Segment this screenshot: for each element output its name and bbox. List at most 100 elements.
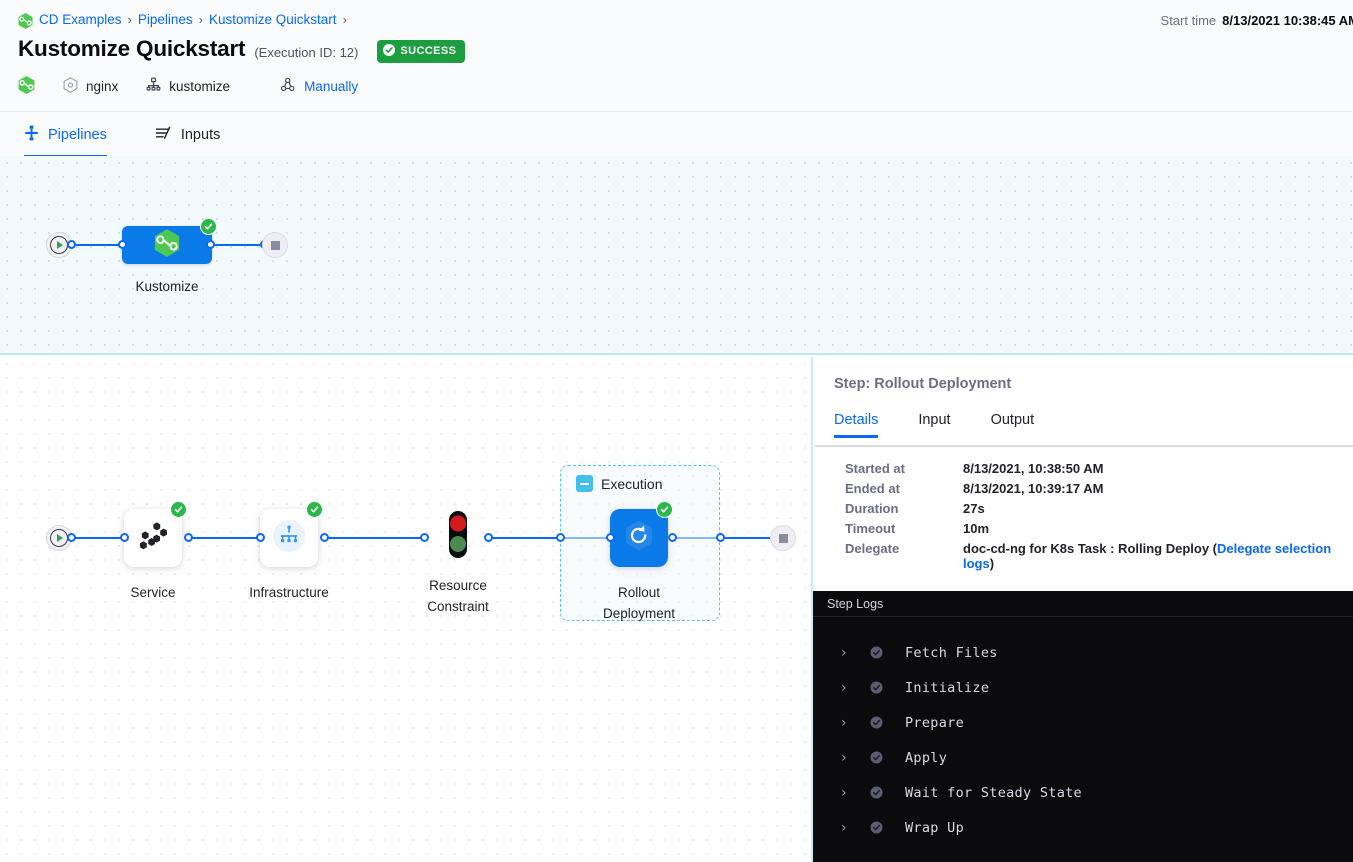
- tab-input[interactable]: Input: [898, 412, 970, 438]
- check-circle-icon: [870, 786, 883, 799]
- label-line-2: Deployment: [559, 603, 719, 624]
- port-group-out: [716, 533, 725, 542]
- edge-service-to-infra: [188, 537, 260, 539]
- play-icon: [57, 534, 63, 542]
- inputs-icon: [155, 125, 172, 145]
- detail-key-delegate: Delegate: [845, 541, 963, 571]
- breadcrumb-item-0[interactable]: CD Examples: [39, 12, 122, 27]
- log-row-label: Initialize: [905, 680, 989, 696]
- stage-node-service[interactable]: [124, 509, 182, 567]
- traffic-light-icon: [445, 546, 471, 563]
- label-line-1: Rollout: [559, 582, 719, 603]
- pipeline-end-node[interactable]: [262, 232, 288, 258]
- detail-key-timeout: Timeout: [845, 521, 963, 536]
- pipeline-graph-canvas[interactable]: Kustomize: [0, 156, 1353, 355]
- step-logs-list: › Fetch Files › Initialize › Prepare: [813, 617, 1353, 845]
- chevron-right-icon[interactable]: ›: [841, 645, 855, 661]
- minus-icon: [580, 483, 589, 485]
- start-time: Start time8/13/2021 10:38:45 AM: [1161, 13, 1353, 28]
- harness-logo-icon: [154, 229, 180, 262]
- stage-graph-canvas[interactable]: Service: [0, 357, 813, 862]
- tab-inputs[interactable]: Inputs: [131, 125, 245, 156]
- chevron-right-icon[interactable]: ›: [841, 785, 855, 801]
- log-row[interactable]: › Fetch Files: [813, 635, 1353, 670]
- stage-node-infrastructure-label: Infrastructure: [209, 582, 369, 603]
- log-row-label: Wrap Up: [905, 820, 964, 836]
- detail-value-ended-at: 8/13/2021, 10:39:17 AM: [963, 481, 1353, 496]
- stop-icon: [271, 241, 280, 250]
- start-time-value: 8/13/2021 10:38:45 AM: [1222, 13, 1353, 28]
- port-service-in: [120, 533, 129, 542]
- meta-trigger-label[interactable]: Manually: [304, 79, 358, 94]
- port-stage-in: [118, 240, 127, 249]
- tab-pipelines-label: Pipelines: [48, 127, 107, 143]
- log-row[interactable]: › Wrap Up: [813, 810, 1353, 845]
- chevron-right-icon[interactable]: ›: [841, 680, 855, 696]
- title-row: Kustomize Quickstart (Execution ID: 12) …: [18, 36, 465, 62]
- breadcrumb: CD Examples › Pipelines › Kustomize Quic…: [18, 11, 347, 27]
- check-circle-icon: [870, 821, 883, 834]
- check-circle-icon: [870, 646, 883, 659]
- detail-value-started-at: 8/13/2021, 10:38:50 AM: [963, 461, 1353, 476]
- check-circle-icon: [870, 681, 883, 694]
- edge-stage-to-end: [210, 244, 264, 246]
- main-tabs: Pipelines Inputs: [0, 112, 1353, 156]
- port-start-out: [67, 240, 76, 249]
- tab-details[interactable]: Details: [834, 412, 898, 438]
- label-line-2: Constraint: [378, 596, 538, 617]
- log-row[interactable]: › Apply: [813, 740, 1353, 775]
- breadcrumb-item-2[interactable]: Kustomize Quickstart: [209, 12, 337, 27]
- stage-end-node[interactable]: [770, 525, 796, 551]
- chevron-right-icon[interactable]: ›: [841, 715, 855, 731]
- meta-service: nginx: [63, 77, 118, 96]
- log-row[interactable]: › Wait for Steady State: [813, 775, 1353, 810]
- detail-value-duration: 27s: [963, 501, 1353, 516]
- delegate-text-suffix: ): [990, 556, 994, 571]
- port-infra-out: [320, 533, 329, 542]
- port-service-out: [184, 533, 193, 542]
- harness-logo-icon: [18, 13, 33, 29]
- step-logs-panel: Step Logs › Fetch Files › Initialize ›: [813, 591, 1353, 862]
- log-row-label: Fetch Files: [905, 645, 998, 661]
- edge-start-to-service: [70, 537, 124, 539]
- tab-pipelines[interactable]: Pipelines: [0, 125, 131, 156]
- execution-id: (Execution ID: 12): [254, 45, 358, 60]
- status-badge-label: SUCCESS: [400, 45, 456, 57]
- check-circle-icon: [383, 44, 395, 59]
- log-row-label: Wait for Steady State: [905, 785, 1082, 801]
- infrastructure-icon: [269, 516, 309, 561]
- breadcrumb-item-1[interactable]: Pipelines: [138, 12, 193, 27]
- page-title: Kustomize Quickstart: [18, 36, 245, 62]
- breadcrumb-separator: ›: [343, 12, 347, 27]
- service-icon: [136, 520, 170, 557]
- status-success-icon: [656, 501, 673, 518]
- log-row[interactable]: › Initialize: [813, 670, 1353, 705]
- meta-trigger[interactable]: Manually: [280, 77, 358, 96]
- port-group-in: [556, 533, 565, 542]
- stage-node-rollout-deployment[interactable]: [610, 509, 668, 567]
- tab-output[interactable]: Output: [971, 412, 1055, 438]
- status-badge: SUCCESS: [377, 40, 465, 63]
- step-logs-title: Step Logs: [813, 591, 1353, 617]
- stage-node-infrastructure[interactable]: [260, 509, 318, 567]
- meta-row: nginx kustomize: [18, 76, 386, 97]
- port-stage-out: [206, 240, 215, 249]
- chevron-right-icon[interactable]: ›: [841, 820, 855, 836]
- breadcrumb-separator: ›: [199, 12, 203, 27]
- breadcrumb-separator: ›: [128, 12, 132, 27]
- collapse-toggle[interactable]: [576, 475, 593, 492]
- port-rollout-out: [668, 533, 677, 542]
- chevron-right-icon[interactable]: ›: [841, 750, 855, 766]
- pipeline-stage-kustomize[interactable]: [122, 226, 212, 264]
- trigger-icon: [280, 77, 296, 96]
- log-row[interactable]: › Prepare: [813, 705, 1353, 740]
- meta-deployment-type: kustomize: [146, 77, 230, 96]
- detail-value-delegate: doc-cd-ng for K8s Task : Rolling Deploy …: [963, 541, 1353, 571]
- log-row-label: Apply: [905, 750, 947, 766]
- step-details-list: Started at 8/13/2021, 10:38:50 AM Ended …: [845, 461, 1353, 571]
- kustomize-icon: [146, 77, 161, 96]
- stage-node-resource-constraint[interactable]: [445, 510, 471, 564]
- service-hex-icon: [63, 77, 78, 96]
- meta-service-label: nginx: [86, 79, 118, 94]
- port-resource-in: [420, 533, 429, 542]
